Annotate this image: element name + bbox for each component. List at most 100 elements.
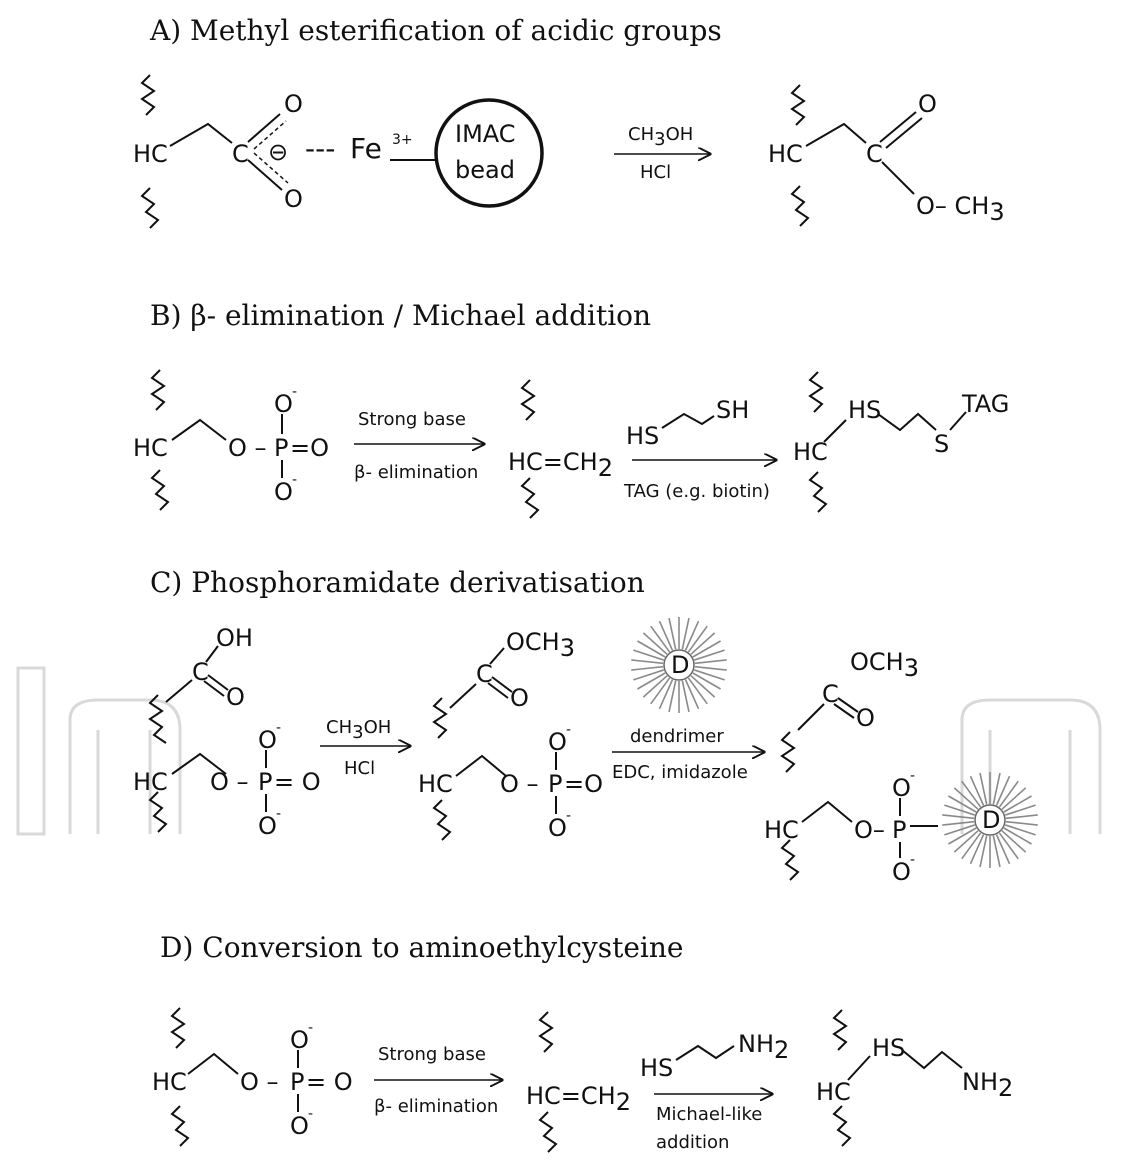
methoxy-group: OCH3 (850, 648, 919, 682)
condition-hcl: HCl (344, 758, 375, 779)
oxygen-atom: O (856, 704, 875, 732)
phosphate-oxygen: O (290, 1026, 309, 1054)
section-c-title: C) Phosphoramidate derivatisation (150, 566, 645, 599)
thiol-sh: SH (716, 396, 749, 424)
hc-atom: HC (764, 816, 799, 844)
backbone-wavy-bond (140, 74, 156, 116)
ch2-bond (801, 800, 853, 823)
section-a-title: A) Methyl esterification of acidic group… (149, 14, 722, 47)
backbone-wavy-bond (140, 187, 160, 229)
section-c: C) Phosphoramidate derivatisation C OH O… (133, 566, 1039, 886)
backbone-wavy-bond (832, 1009, 848, 1051)
condition-methanol: CH3OH (326, 717, 391, 743)
carbon-atom: C (822, 680, 839, 708)
oxygen-atom: O (918, 90, 937, 118)
hc-atom: HC (768, 140, 803, 168)
carbonyl-double-bond (207, 674, 229, 691)
ester-bond (881, 161, 915, 195)
iron-charge: 3+ (392, 132, 413, 148)
condition-strong-base: Strong base (358, 409, 466, 430)
phosphate-ester: O – (210, 768, 249, 796)
phosphate-ester: O– (854, 816, 885, 844)
carbonyl-double-bond (491, 676, 513, 693)
hc-atom: HC (793, 438, 828, 466)
negative-charge: ⊖ (268, 138, 288, 166)
negative-charge: - (276, 806, 281, 822)
condition-hcl: HCl (640, 162, 671, 183)
carbonyl-double-bond (487, 682, 509, 699)
condition-addition: addition (656, 1132, 729, 1153)
phosphate-oxygen: O (274, 478, 293, 506)
cs-bond (847, 1055, 871, 1081)
oxygen-atom: O (226, 683, 245, 711)
phosphate-oxygen: O (258, 726, 277, 754)
phosphorus-atom: P (274, 434, 288, 462)
phosphate-oxygen: O (892, 774, 911, 802)
negative-charge: - (910, 852, 915, 868)
backbone-wavy-bond (538, 1011, 554, 1053)
hc-atom: HC (816, 1078, 851, 1106)
negative-charge: - (308, 1020, 313, 1036)
backbone-wavy-bond (808, 371, 824, 413)
ch2-bond (169, 122, 233, 147)
co-delocalized-bond (253, 152, 289, 184)
carbon-atom: C (866, 140, 883, 168)
negative-charge: - (308, 1106, 313, 1122)
hc-atom: HC (418, 770, 453, 798)
backbone-wavy-bond (780, 731, 796, 773)
negative-charge: - (910, 768, 915, 784)
phosphorus-atom: P (290, 1068, 304, 1096)
condition-michael-like: Michael-like (656, 1104, 762, 1125)
phosphate-oxygen: O (548, 728, 567, 756)
condition-dendrimer: dendrimer (630, 726, 724, 747)
imac-bead (434, 98, 544, 208)
ethyl-chain (901, 1049, 963, 1070)
backbone-wavy-bond (150, 369, 166, 411)
side-chain-bond (449, 683, 477, 709)
section-d: D) Conversion to aminoethylcysteine HC O… (152, 931, 1013, 1153)
backbone-wavy-bond (780, 839, 800, 881)
sulfur-atom: S (934, 430, 949, 458)
negative-charge: - (276, 720, 281, 736)
iron-atom: Fe (350, 132, 382, 165)
amine-group: NH2 (738, 1030, 789, 1064)
aminoethanethiol-chain (675, 1044, 735, 1061)
phosphoryl-oxygen: =O (290, 434, 329, 462)
dendrimer-label: D (671, 651, 689, 679)
phosphorus-atom: P (548, 770, 562, 798)
negative-charge: - (566, 808, 571, 824)
negative-charge: - (292, 472, 297, 488)
phosphate-ester: O – (228, 434, 267, 462)
backbone-wavy-bond (538, 1111, 558, 1153)
condition-beta-elimination: β- elimination (354, 462, 478, 483)
section-d-title: D) Conversion to aminoethylcysteine (160, 931, 683, 964)
negative-charge: - (566, 722, 571, 738)
backbone-wavy-bond (150, 469, 170, 511)
phosphate-oxygen: O (548, 814, 567, 842)
phosphate-ester: O – (500, 770, 539, 798)
bead-label-line2: bead (455, 156, 515, 184)
carbonyl-double-bond (885, 117, 923, 149)
phosphate-oxygen: O (290, 1112, 309, 1140)
phosphate-oxygen: O (892, 858, 911, 886)
carbonyl-double-bond (879, 111, 917, 143)
carbon-atom: C (232, 140, 249, 168)
carbonyl-double-bond (203, 680, 225, 697)
backbone-wavy-bond (170, 1105, 190, 1147)
methoxy-group: OCH3 (506, 628, 575, 662)
coordination-dashes: --- (305, 132, 335, 165)
section-b-title: B) β- elimination / Michael addition (150, 299, 651, 332)
phosphate-oxygen: O (274, 390, 293, 418)
hc-atom: HC (133, 140, 168, 168)
phosphate-ester: O – (240, 1068, 279, 1096)
oxygen-atom: O (284, 90, 303, 118)
phosphorus-atom: P (258, 768, 272, 796)
dithiol-chain (661, 412, 715, 429)
co-delocalized-bond (253, 120, 287, 150)
co-bond (247, 113, 281, 143)
carbon-atom: C (476, 660, 493, 688)
section-b: B) β- elimination / Michael addition HC … (133, 299, 1009, 519)
condition-beta-elimination: β- elimination (374, 1096, 498, 1117)
sulfur-hs: HS (872, 1034, 905, 1062)
